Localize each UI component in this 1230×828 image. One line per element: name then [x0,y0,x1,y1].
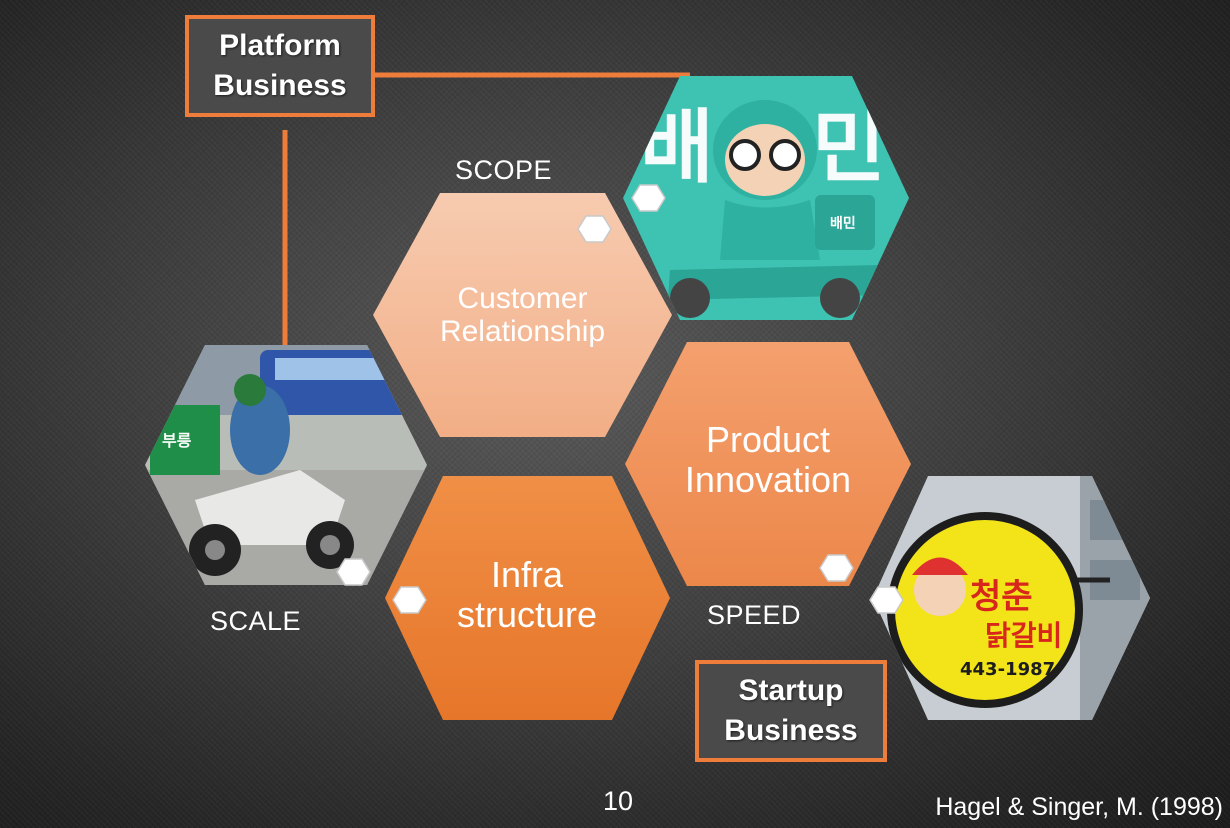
product-label-line2: Innovation [684,459,852,500]
startup-business-box: Startup Business [695,660,887,762]
infra-label-line2: structure [456,594,598,635]
bugo-sign-text: 부릉 [162,431,192,450]
baemin-box-label: 배민 [830,215,856,232]
sign-phone-number: 443-1987 [960,659,1055,680]
restaurant-sign-photo: 청춘 닭갈비 443-1987 [873,476,1150,720]
hex-marker-product [819,554,854,582]
customer-relationship-label: Customer Relationship [400,270,645,360]
scale-label: SCALE [210,606,302,636]
platform-box-line1: Platform [219,29,341,62]
product-innovation-hexagon [625,342,911,586]
baemin-rider-image: 배 민 배민 [623,76,909,320]
platform-box-line2: Business [213,69,347,102]
customer-label-line2: Relationship [439,315,606,348]
speed-label: SPEED [707,600,802,630]
citation: Hagel & Singer, M. (1998) [935,793,1223,821]
hex-marker-customer [577,215,612,243]
product-label-line1: Product [705,419,831,461]
product-innovation-label: Product Innovation [650,410,886,510]
startup-box-line1: Startup [738,674,844,707]
delivery-scooter-photo: 부릉 [145,345,427,585]
hex-marker-infra [392,586,427,614]
hex-marker-baemin [631,184,666,212]
hex-marker-scooter [336,558,371,586]
svg-text:배: 배 [640,101,714,194]
infrastructure-hexagon [385,476,670,720]
svg-text:민: 민 [812,101,886,194]
scope-label: SCOPE [455,155,553,185]
page-number: 10 [603,786,634,816]
customer-label-line1: Customer [457,282,588,315]
infrastructure-label: Infra structure [412,545,642,645]
svg-text:청춘: 청춘 [970,577,1033,617]
svg-text:닭갈비: 닭갈비 [985,619,1062,652]
startup-box-line2: Business [724,714,858,747]
customer-relationship-hexagon [373,193,672,437]
hex-marker-sign [869,586,904,614]
infra-label-line1: Infra [490,554,564,596]
platform-business-box: Platform Business [185,15,375,117]
